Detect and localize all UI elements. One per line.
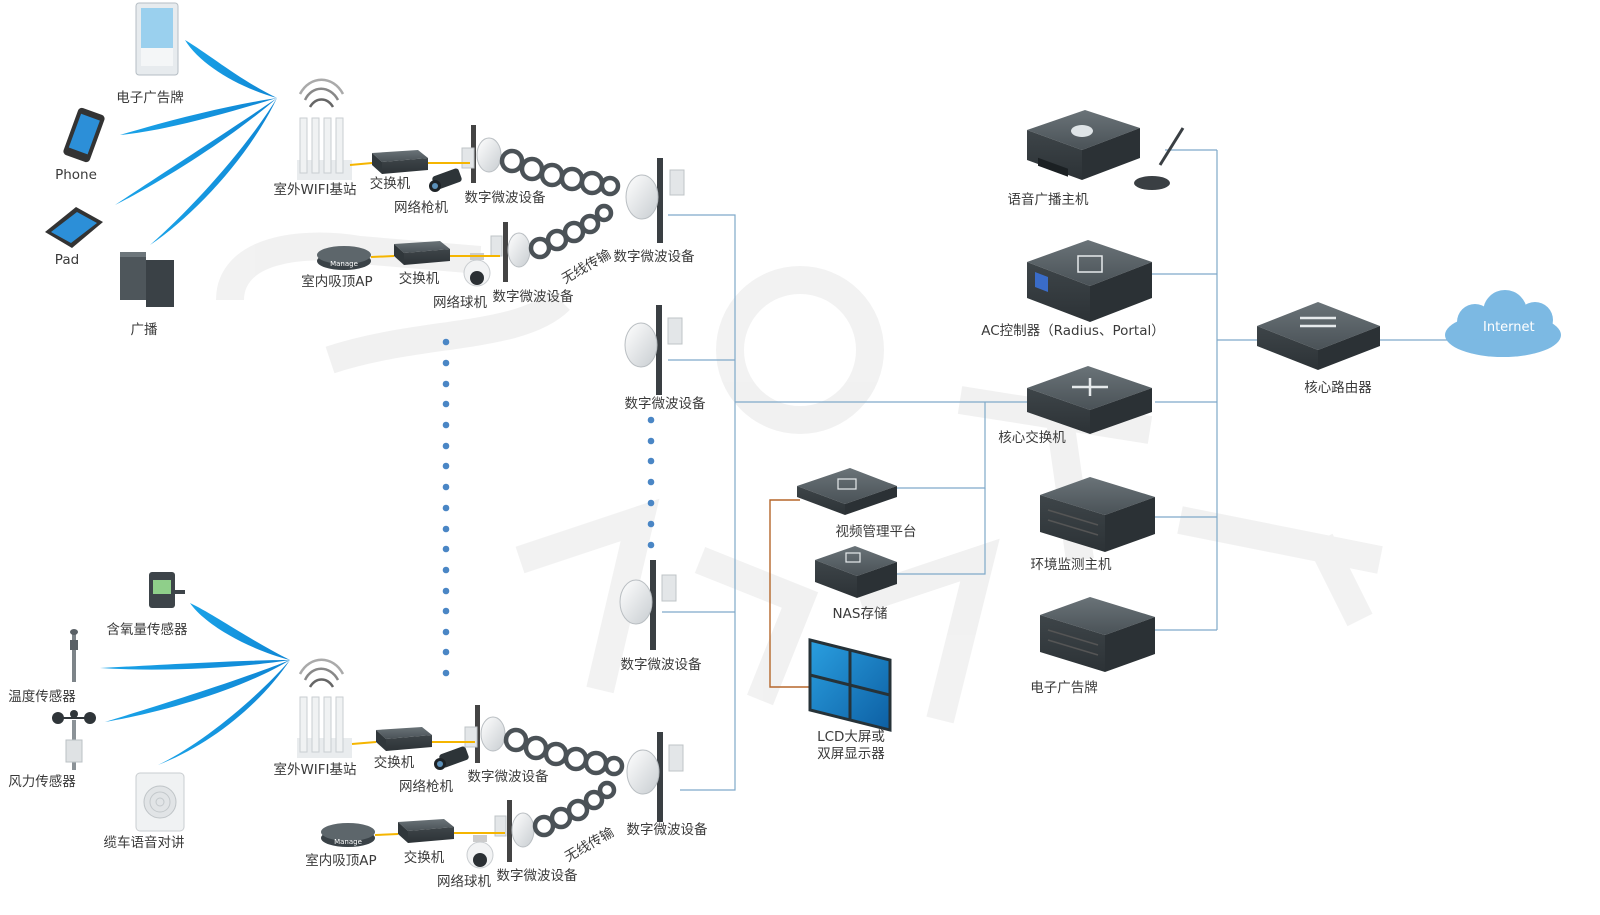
network-camera-1-icon: [429, 168, 462, 192]
dotted-continuation-right: [647, 416, 655, 549]
label-microwave-relay-4: 数字微波设备: [626, 822, 708, 838]
switch-4-icon: [398, 819, 454, 843]
microwave-relay-4-icon: [626, 732, 684, 822]
wireless-beams-top: [115, 40, 277, 245]
nas-storage-icon: [815, 546, 897, 598]
environment-monitor-host-icon: [1040, 477, 1155, 552]
microwave-dish-1-icon: [461, 125, 502, 183]
ap-manage-label-1: Manage: [330, 260, 358, 268]
backbone-links: [662, 149, 1448, 791]
label-temp-sensor: 温度传感器: [8, 689, 76, 705]
outdoor-wifi-base-station-top-icon: [297, 78, 352, 180]
internet-cloud-icon: [1445, 290, 1561, 357]
label-oxygen-sensor: 含氧量传感器: [106, 622, 188, 638]
chain-link-2: [528, 203, 614, 260]
oxygen-sensor-icon: [149, 572, 185, 608]
label-broadcast: 广播: [130, 322, 158, 338]
chain-link-3: [503, 727, 625, 777]
label-indoor-ap-2: 室内吸顶AP: [305, 853, 377, 869]
label-outdoor-wifi-1: 室外WIFI基站: [273, 182, 357, 198]
label-billboard-right: 电子广告牌: [1030, 680, 1098, 696]
watermark: [216, 232, 1383, 724]
label-wind-sensor: 风力传感器: [8, 774, 76, 790]
ap-manage-label-2: Manage: [334, 838, 362, 846]
label-phone: Phone: [55, 167, 97, 183]
lcd-screen-wall-icon: [808, 638, 892, 732]
wireless-beams-bottom: [100, 603, 290, 765]
temperature-sensor-icon: [70, 629, 78, 682]
label-switch-4: 交换机: [403, 850, 445, 866]
label-microwave-4: 数字微波设备: [496, 868, 578, 884]
core-router-icon: [1257, 302, 1380, 370]
label-microwave-relay-1: 数字微波设备: [613, 249, 695, 265]
wind-sensor-icon: [52, 710, 96, 770]
pad-icon: [45, 207, 103, 248]
label-env-monitor-host: 环境监测主机: [1030, 557, 1112, 573]
cable-car-intercom-icon: [135, 772, 185, 832]
switch-2-icon: [394, 241, 450, 265]
chain-link-4: [532, 780, 617, 838]
microwave-dish-4-icon: [494, 800, 535, 862]
yellow-links: [349, 162, 505, 836]
lcd-link: [769, 499, 810, 688]
label-switch-3: 交换机: [373, 755, 415, 771]
label-microwave-1: 数字微波设备: [464, 190, 546, 206]
core-switch-icon: [1027, 366, 1152, 434]
microwave-relay-2-icon: [624, 305, 683, 395]
billboard-right-icon: [1040, 597, 1155, 672]
label-microwave-relay-3: 数字微波设备: [620, 657, 702, 673]
label-voice-broadcast-host: 语音广播主机: [1007, 192, 1089, 208]
microwave-dish-3-icon: [464, 705, 506, 763]
label-core-router: 核心路由器: [1304, 380, 1372, 396]
dotted-continuation-left: [442, 338, 450, 677]
label-switch-2: 交换机: [398, 271, 440, 287]
label-camera-2: 网络枪机: [399, 779, 453, 795]
voice-broadcast-host-icon: [1027, 110, 1185, 190]
ac-controller-icon: [1027, 240, 1152, 322]
label-cable-car-intercom: 缆车语音对讲: [103, 835, 185, 851]
network-camera-2-icon: [434, 746, 469, 770]
dome-camera-2-icon: [466, 835, 494, 869]
label-nas: NAS存储: [832, 606, 888, 622]
label-outdoor-wifi-2: 室外WIFI基站: [273, 762, 357, 778]
label-microwave-3: 数字微波设备: [467, 769, 549, 785]
label-dome-1: 网络球机: [433, 295, 487, 311]
label-dome-2: 网络球机: [437, 874, 491, 890]
microwave-relay-3-icon: [619, 560, 677, 650]
label-indoor-ap-1: 室内吸顶AP: [301, 274, 373, 290]
phone-icon: [63, 107, 105, 163]
microwave-dish-2-icon: [490, 222, 531, 282]
label-billboard-top: 电子广告牌: [116, 90, 184, 106]
speaker-broadcast-icon: [120, 252, 174, 307]
video-management-platform-icon: [797, 468, 897, 515]
label-pad: Pad: [54, 252, 80, 268]
label-lcd-line2: 双屏显示器: [817, 746, 885, 762]
label-switch-1: 交换机: [369, 176, 411, 192]
label-camera-1: 网络枪机: [394, 200, 448, 216]
label-microwave-2: 数字微波设备: [492, 289, 574, 305]
indoor-ap-1-icon: Manage: [317, 246, 371, 270]
outdoor-wifi-base-station-bottom-icon: [297, 658, 352, 758]
label-lcd-line1: LCD大屏或: [817, 729, 885, 745]
label-core-switch: 核心交换机: [998, 430, 1066, 446]
indoor-ap-2-icon: Manage: [321, 823, 375, 847]
label-microwave-relay-2: 数字微波设备: [624, 396, 706, 412]
microwave-relay-1-icon: [625, 158, 685, 243]
switch-1-icon: [372, 150, 428, 174]
billboard-top-icon: [135, 2, 179, 76]
chain-link-1: [499, 148, 621, 197]
label-video-platform: 视频管理平台: [835, 524, 917, 540]
label-internet: Internet: [1483, 320, 1535, 335]
label-ac-controller: AC控制器（Radius、Portal）: [981, 323, 1165, 339]
switch-3-icon: [376, 727, 432, 751]
